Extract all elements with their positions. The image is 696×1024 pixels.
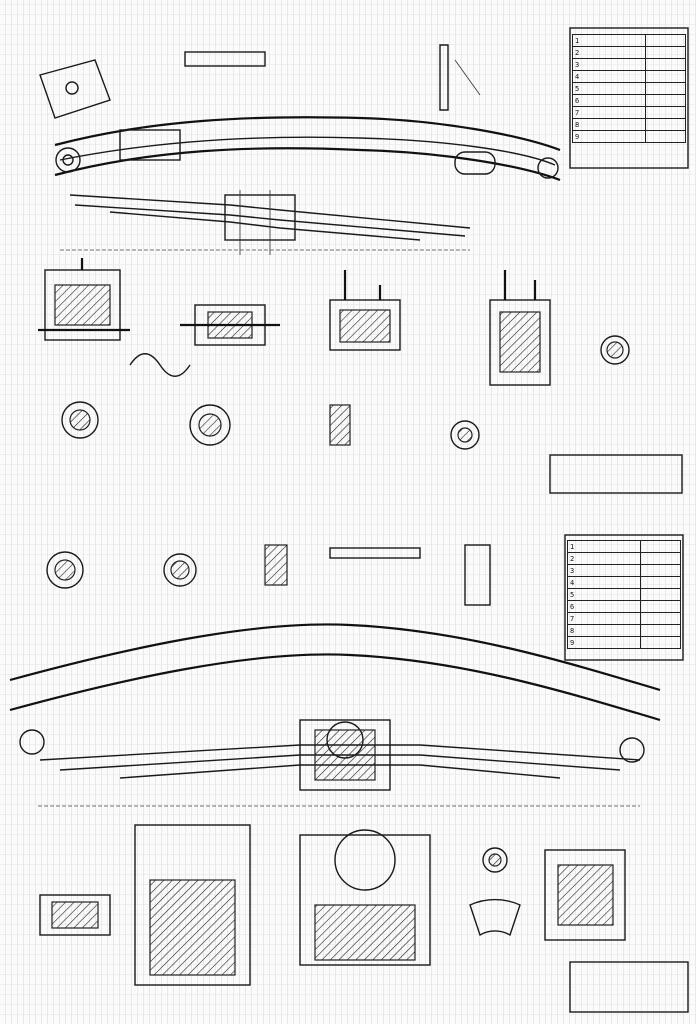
leaf-length bbox=[640, 600, 681, 613]
spec-table-row: 2 bbox=[566, 552, 681, 565]
leaf-length bbox=[640, 636, 681, 649]
leaf-length bbox=[645, 106, 686, 119]
leaf-number: 8 bbox=[571, 118, 647, 131]
leaf-number: 1 bbox=[566, 540, 642, 553]
small-sections-top bbox=[61, 401, 480, 450]
rear-spring-assembly bbox=[9, 623, 661, 807]
leaf-length bbox=[645, 58, 686, 71]
section-b-top-view bbox=[180, 304, 280, 346]
spec-table-row: 9 bbox=[566, 636, 681, 649]
spec-table-frame-top bbox=[569, 27, 689, 169]
spec-table-row: 7 bbox=[566, 612, 681, 625]
leaf-length bbox=[640, 540, 681, 553]
spec-table-row: 8 bbox=[566, 624, 681, 637]
spec-table-row: 1 bbox=[571, 34, 686, 47]
leaf-length bbox=[645, 94, 686, 107]
leaf-number: 7 bbox=[571, 106, 647, 119]
leaf-number: 5 bbox=[571, 82, 647, 95]
spec-table-frame-mid bbox=[564, 534, 684, 661]
leaf-length bbox=[640, 564, 681, 577]
section-5-view bbox=[600, 335, 630, 365]
bottom-section-views bbox=[39, 824, 626, 986]
leaf-length bbox=[645, 46, 686, 59]
spec-table-row: 5 bbox=[571, 82, 686, 95]
leaf-length bbox=[645, 130, 686, 143]
section-a-top-view bbox=[38, 258, 191, 377]
leaf-length bbox=[640, 624, 681, 637]
spec-table-row: 8 bbox=[571, 118, 686, 131]
leaf-length bbox=[645, 34, 686, 47]
title-block-frame-bottom bbox=[569, 961, 689, 1013]
leaf-number: 7 bbox=[566, 612, 642, 625]
leaf-number: 4 bbox=[566, 576, 642, 589]
leaf-length bbox=[640, 552, 681, 565]
spec-table-row: 4 bbox=[566, 576, 681, 589]
spec-table-row: 7 bbox=[571, 106, 686, 119]
leaf-number: 4 bbox=[571, 70, 647, 83]
leaf-number: 2 bbox=[571, 46, 647, 59]
title-block-frame-top bbox=[549, 454, 683, 494]
leaf-length bbox=[645, 70, 686, 83]
small-sections-middle bbox=[46, 544, 491, 606]
section-d-view bbox=[489, 270, 551, 386]
leaf-number: 6 bbox=[566, 600, 642, 613]
leaf-number: 9 bbox=[571, 130, 647, 143]
leaf-number: 8 bbox=[566, 624, 642, 637]
leaf-number: 3 bbox=[571, 58, 647, 71]
spec-table-row: 3 bbox=[566, 564, 681, 577]
leaf-number: 5 bbox=[566, 588, 642, 601]
leaf-number: 6 bbox=[571, 94, 647, 107]
leaf-number: 1 bbox=[571, 34, 647, 47]
spec-table-row: 5 bbox=[566, 588, 681, 601]
front-spring-assembly bbox=[39, 44, 561, 255]
leaf-number: 2 bbox=[566, 552, 642, 565]
leaf-length bbox=[640, 576, 681, 589]
spec-table-row: 4 bbox=[571, 70, 686, 83]
section-c-view bbox=[329, 270, 401, 351]
leaf-number: 9 bbox=[566, 636, 642, 649]
spec-table-row: 9 bbox=[571, 130, 686, 143]
spec-table-row: 1 bbox=[566, 540, 681, 553]
spec-table-row: 3 bbox=[571, 58, 686, 71]
spec-table-row: 2 bbox=[571, 46, 686, 59]
spec-table-row: 6 bbox=[571, 94, 686, 107]
leaf-length bbox=[645, 118, 686, 131]
leaf-length bbox=[640, 588, 681, 601]
spec-table-row: 6 bbox=[566, 600, 681, 613]
leaf-length bbox=[640, 612, 681, 625]
leaf-length bbox=[645, 82, 686, 95]
leaf-number: 3 bbox=[566, 564, 642, 577]
